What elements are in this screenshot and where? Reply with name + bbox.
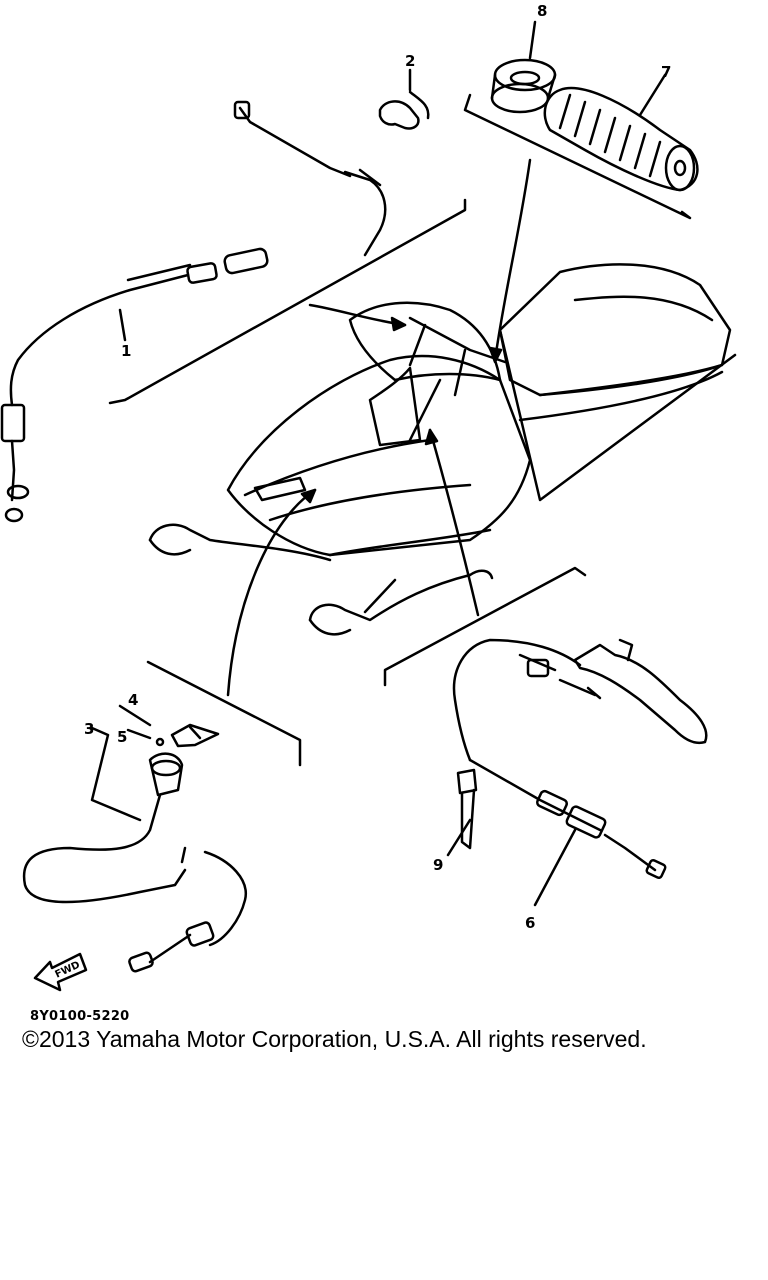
- callout-6: 6: [525, 914, 535, 932]
- callout-9: 9: [433, 856, 443, 874]
- parts-diagram: 1 2 3 4 5 6 7 8 9 FWD: [0, 2, 737, 992]
- callout-3: 3: [84, 720, 94, 738]
- callout-8: 8: [537, 2, 547, 20]
- throttle-cable: [0, 100, 387, 523]
- brake-lever: [573, 638, 708, 745]
- strap-part: [446, 768, 478, 857]
- callout-1: 1: [121, 342, 131, 360]
- grip-part: [543, 73, 699, 192]
- forward-arrow-icon: [33, 952, 88, 992]
- callout-4: 4: [128, 691, 138, 709]
- copyright-notice: ©2013 Yamaha Motor Corporation, U.S.A. A…: [22, 1026, 647, 1052]
- ring-part: [490, 20, 557, 114]
- clip-part: [378, 68, 430, 130]
- snowmobile-illustration: [148, 263, 737, 636]
- callout-brackets: [108, 93, 692, 767]
- callout-5: 5: [117, 728, 127, 746]
- callout-2: 2: [405, 52, 415, 70]
- brake-cable: [452, 638, 667, 907]
- callout-7: 7: [661, 63, 671, 81]
- diagram-part-code: 8Y0100-5220: [30, 1009, 130, 1024]
- switch-assembly: [22, 704, 248, 973]
